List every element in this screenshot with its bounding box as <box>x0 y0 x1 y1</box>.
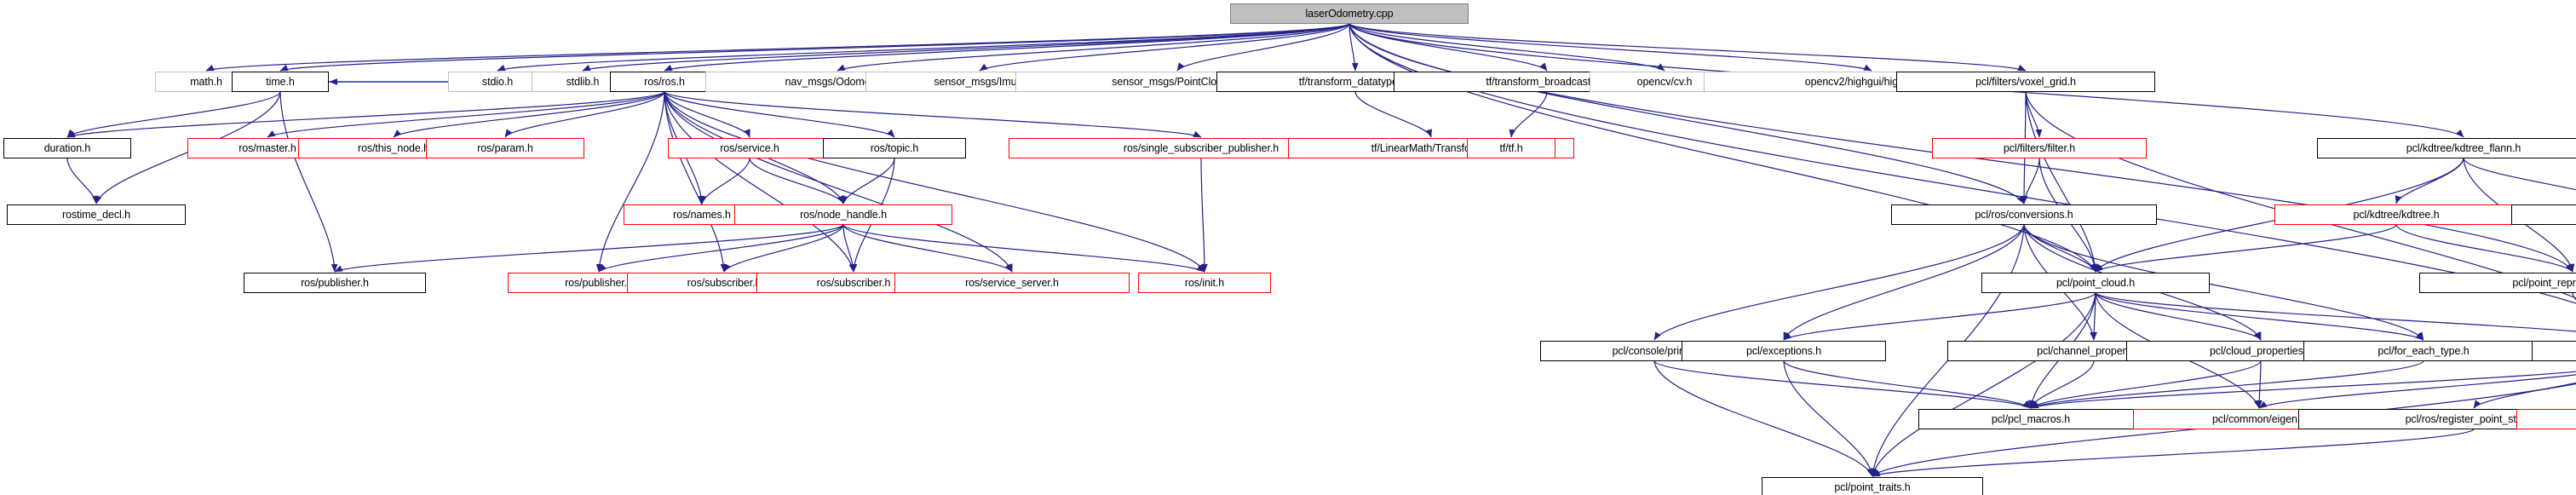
edge-pointcloud-to-cloudprops <box>2095 292 2262 341</box>
edge-filter-to-conversions <box>2021 158 2040 204</box>
edge-root-to-cv <box>1348 23 1665 72</box>
edge-root-to-math <box>205 23 1350 72</box>
edge-rosros-to-rosparam <box>504 91 665 138</box>
edge-kdflann-to-kdtree <box>2395 158 2464 204</box>
edge-nodehandle-to-rosinit <box>842 224 1205 273</box>
graph-node-root[interactable]: laserOdometry.cpp <box>1230 3 1469 24</box>
graph-node-filter[interactable]: pcl/filters/filter.h <box>1932 138 2147 158</box>
edge-root-to-highgui <box>1348 23 1872 72</box>
edge-rosros-to-duration <box>66 91 665 138</box>
edge-pointcloud-to-foreachtype <box>2095 292 2424 341</box>
graph-node-pointrepr[interactable]: pcl/point_representation.h <box>2419 273 2576 293</box>
edge-rosros-to-subscriber1 <box>664 91 727 273</box>
edge-time-to-publisher1 <box>279 91 338 273</box>
graph-node-pointcloud[interactable]: pcl/point_cloud.h <box>1981 273 2210 293</box>
edge-root-to-stdlib <box>582 23 1350 72</box>
graph-node-tftf[interactable]: tf/tf.h <box>1467 138 1555 158</box>
edge-rosros-to-serviceserver <box>664 91 1013 273</box>
graph-node-pclmacros[interactable]: pcl/pcl_macros.h <box>1918 409 2143 429</box>
graph-node-publisher1[interactable]: ros/publisher.h <box>244 273 426 293</box>
edge-root-to-pc2 <box>1176 23 1350 72</box>
edge-kdflann-to-flann <box>2463 158 2576 191</box>
edge-tfdtypes-to-tflinear <box>1354 91 1432 138</box>
graph-node-rosinit[interactable]: ros/init.h <box>1138 273 1271 293</box>
edge-voxel-to-filter <box>2025 91 2043 138</box>
edge-pointtypes-to-eigen <box>2258 374 2576 409</box>
graph-node-rosservice[interactable]: ros/service.h <box>668 138 831 158</box>
edge-nodehandle-to-publisher1 <box>334 224 844 273</box>
edge-root-to-imu <box>979 23 1350 72</box>
graph-node-nodehandle[interactable]: ros/node_handle.h <box>734 204 952 225</box>
edge-rosros-to-publisher2 <box>595 91 665 273</box>
edge-rosros-to-singlesub <box>664 91 1202 138</box>
edge-pointcloud-to-channelprops <box>2090 292 2097 341</box>
edge-nodehandle-to-subscriber1 <box>723 224 844 273</box>
edge-conversions-to-pointcloud <box>2023 224 2097 273</box>
graph-node-time[interactable]: time.h <box>232 72 329 92</box>
edge-nodehandle-to-serviceserver <box>842 224 1013 273</box>
edge-consoleprint-to-pointtraits <box>1653 360 1873 477</box>
edge-nodehandle-to-subscriber2 <box>842 224 857 273</box>
edge-rosros-to-subscriber2 <box>664 91 856 273</box>
edge-singlesub-to-rosinit <box>1200 158 1208 273</box>
edge-pointrepr-to-pointtypes <box>2572 292 2576 301</box>
graph-node-pointtraits[interactable]: pcl/point_traits.h <box>1762 477 1983 495</box>
edge-voxel-to-pointcloud <box>2025 91 2099 273</box>
edge-root-to-voxel <box>1348 23 2027 72</box>
edge-conversions-to-consoleprint <box>1653 224 2025 341</box>
edge-pointcloud-to-exceptions <box>1783 292 2096 341</box>
graph-node-implpointtypes[interactable]: pcl/impl/point_types.hpp <box>2516 409 2576 429</box>
graph-node-rostopic[interactable]: ros/topic.h <box>823 138 966 158</box>
edge-foreachtype-to-pclmacros <box>2030 360 2424 409</box>
edge-root-to-rosros <box>664 23 1350 72</box>
graph-node-stdio[interactable]: stdio.h <box>448 72 547 92</box>
edge-rosros-to-rosservice <box>664 91 750 138</box>
graph-node-kdflann[interactable]: pcl/kdtree/kdtree_flann.h <box>2317 138 2576 158</box>
edge-rosros-to-thisnode <box>393 91 665 138</box>
graph-node-rosros[interactable]: ros/ros.h <box>610 72 719 92</box>
graph-node-foreachtype[interactable]: pcl/for_each_type.h <box>2303 341 2544 361</box>
edge-exceptions-to-pclmacros <box>1783 360 2032 409</box>
edge-root-to-time <box>279 23 1350 72</box>
edge-root-to-tfbroad <box>1348 23 1548 72</box>
edge-rosservice-to-rosnames <box>699 158 750 204</box>
edge-root-to-tfdtypes <box>1348 23 1359 72</box>
edge-root-to-navodom <box>837 23 1350 72</box>
graph-node-flann[interactable]: pcl/kdtree/flann.h <box>2511 204 2576 225</box>
edge-kdtree-to-pointrepr <box>2395 224 2573 273</box>
graph-node-duration[interactable]: duration.h <box>3 138 131 158</box>
graph-node-pointtypes[interactable]: pcl/point_types.h <box>2532 341 2576 361</box>
edge-rosros-to-rosmaster <box>267 91 665 138</box>
edge-cloudprops-to-pclmacros <box>2030 360 2262 409</box>
edge-cloudprops-to-eigen <box>2256 360 2263 409</box>
graph-node-kdtree[interactable]: pcl/kdtree/kdtree.h <box>2274 204 2518 225</box>
edge-time-to-duration <box>66 91 281 138</box>
edge-tfbroad-to-tftf <box>1509 91 1548 138</box>
edge-pointcloud-to-pointtraits <box>1871 292 2096 477</box>
edge-pointcloud-to-pointtypes <box>2095 292 2576 332</box>
edge-nodehandle-to-publisher2 <box>598 224 844 273</box>
edge-regpointstruct-to-pointtraits <box>1872 429 2475 477</box>
edge-root-to-stdio <box>497 23 1350 72</box>
edge-exceptions-to-pointtraits <box>1783 360 1875 477</box>
graph-node-conversions[interactable]: pcl/ros/conversions.h <box>1891 204 2157 225</box>
edge-rostopic-to-nodehandle <box>842 158 895 204</box>
edge-consoleprint-to-pclmacros <box>1653 360 2032 409</box>
edge-channelprops-to-pclmacros <box>2029 360 2095 409</box>
graph-node-voxel[interactable]: pcl/filters/voxel_grid.h <box>1896 72 2155 92</box>
graph-node-exceptions[interactable]: pcl/exceptions.h <box>1682 341 1886 361</box>
graph-node-rostimedecl[interactable]: rostime_decl.h <box>7 204 186 225</box>
edge-pointtypes-to-pclmacros <box>2030 371 2576 409</box>
edge-pointtypes-to-regpointstruct <box>2473 382 2576 409</box>
edge-kdtree-to-pointcloud <box>2095 224 2397 273</box>
edge-root-to-conversions <box>1348 23 2025 204</box>
edge-duration-to-rostimedecl <box>66 158 99 204</box>
edge-rosros-to-rosinit <box>664 91 1205 273</box>
graph-node-rosparam[interactable]: ros/param.h <box>426 138 584 158</box>
graph-node-serviceserver[interactable]: ros/service_server.h <box>894 273 1130 293</box>
edge-rosros-to-rostopic <box>664 91 895 138</box>
edge-rosservice-to-nodehandle <box>749 158 844 204</box>
